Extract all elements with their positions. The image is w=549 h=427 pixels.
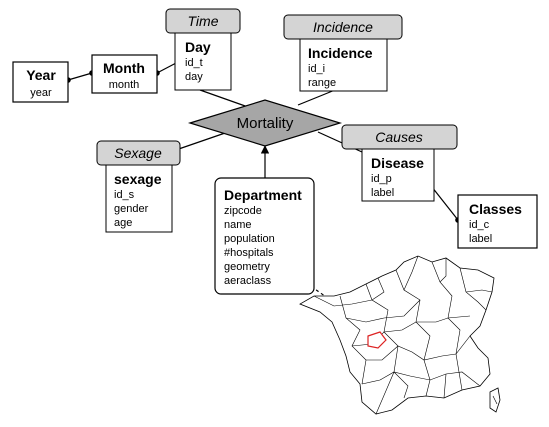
mortality-label: Mortality (237, 115, 294, 132)
sexage-attr-gender: gender (114, 203, 149, 215)
year-level: Year year (12, 61, 69, 103)
edge-day-mortality (199, 89, 249, 108)
sexage-attr-age: age (114, 217, 132, 229)
year-title: Year (26, 67, 56, 83)
mortality-diamond (187, 99, 343, 147)
month-attr: month (109, 79, 140, 91)
department-attr-population: population (224, 233, 275, 245)
month-title: Month (103, 60, 145, 76)
month-box (91, 54, 158, 94)
incidence-title: Incidence (308, 45, 373, 61)
department-border (393, 371, 409, 399)
department-border (465, 289, 493, 293)
department-border (361, 371, 481, 387)
department-level: Department zipcode name population #hosp… (214, 177, 315, 295)
france-outline (299, 255, 495, 415)
time-tab-label: Time (188, 13, 219, 29)
day-attr-id: id_t (185, 57, 203, 69)
sexage-box (105, 164, 173, 233)
day-box (174, 32, 232, 91)
sexage-title: sexage (114, 171, 162, 187)
department-attr-geometry: geometry (224, 261, 270, 273)
year-box (12, 61, 69, 103)
classes-title: Classes (469, 201, 522, 217)
department-box (214, 177, 315, 295)
department-border (443, 373, 447, 399)
incidence-attr-range: range (308, 77, 336, 89)
department-border (403, 255, 419, 291)
department-border (395, 269, 431, 397)
department-attr-hospitals: #hospitals (224, 247, 274, 259)
sexage-attr-id: id_s (114, 189, 135, 201)
incidence-dimension: Incidence Incidence id_i range (283, 14, 403, 92)
department-border (313, 295, 373, 307)
classes-box (457, 194, 538, 249)
time-dimension: Time Day id_t day (165, 8, 241, 91)
department-attr-name: name (224, 219, 252, 231)
department-border (339, 295, 367, 385)
disease-box (361, 148, 435, 202)
highlighted-department (367, 331, 387, 349)
month-level: Month month (91, 54, 158, 94)
disease-title: Disease (371, 155, 424, 171)
mortality-fact: Mortality (187, 99, 343, 147)
classes-attr-id: id_c (469, 219, 490, 231)
day-attr-day: day (185, 71, 203, 83)
disease-attr-id: id_p (371, 173, 392, 185)
classes-level: Classes id_c label (457, 194, 538, 249)
year-attr: year (30, 87, 52, 99)
sexage-tab-label: Sexage (114, 145, 162, 161)
department-attr-zipcode: zipcode (224, 205, 262, 217)
incidence-tab-label: Incidence (313, 19, 373, 35)
causes-tab-label: Causes (375, 129, 422, 145)
edge-year-month (67, 72, 93, 81)
incidence-box (299, 38, 388, 92)
department-border (439, 258, 447, 283)
department-title: Department (224, 187, 302, 203)
department-border (459, 267, 487, 311)
edge-incidence-mortality (297, 89, 336, 106)
incidence-attr-id: id_i (308, 63, 325, 75)
france-departments-map (299, 255, 501, 415)
sexage-dimension: Sexage sexage id_s gender age (96, 140, 181, 233)
department-borders (313, 255, 493, 415)
department-border (345, 299, 421, 323)
department-border (371, 277, 385, 301)
department-border (366, 335, 471, 361)
causes-dimension: Causes Disease id_p label (341, 124, 458, 202)
department-attr-aeraclass: aeraclass (224, 275, 272, 287)
disease-attr-label: label (371, 187, 394, 199)
day-title: Day (185, 39, 211, 55)
classes-attr-label: label (469, 233, 492, 245)
department-border (492, 395, 498, 405)
